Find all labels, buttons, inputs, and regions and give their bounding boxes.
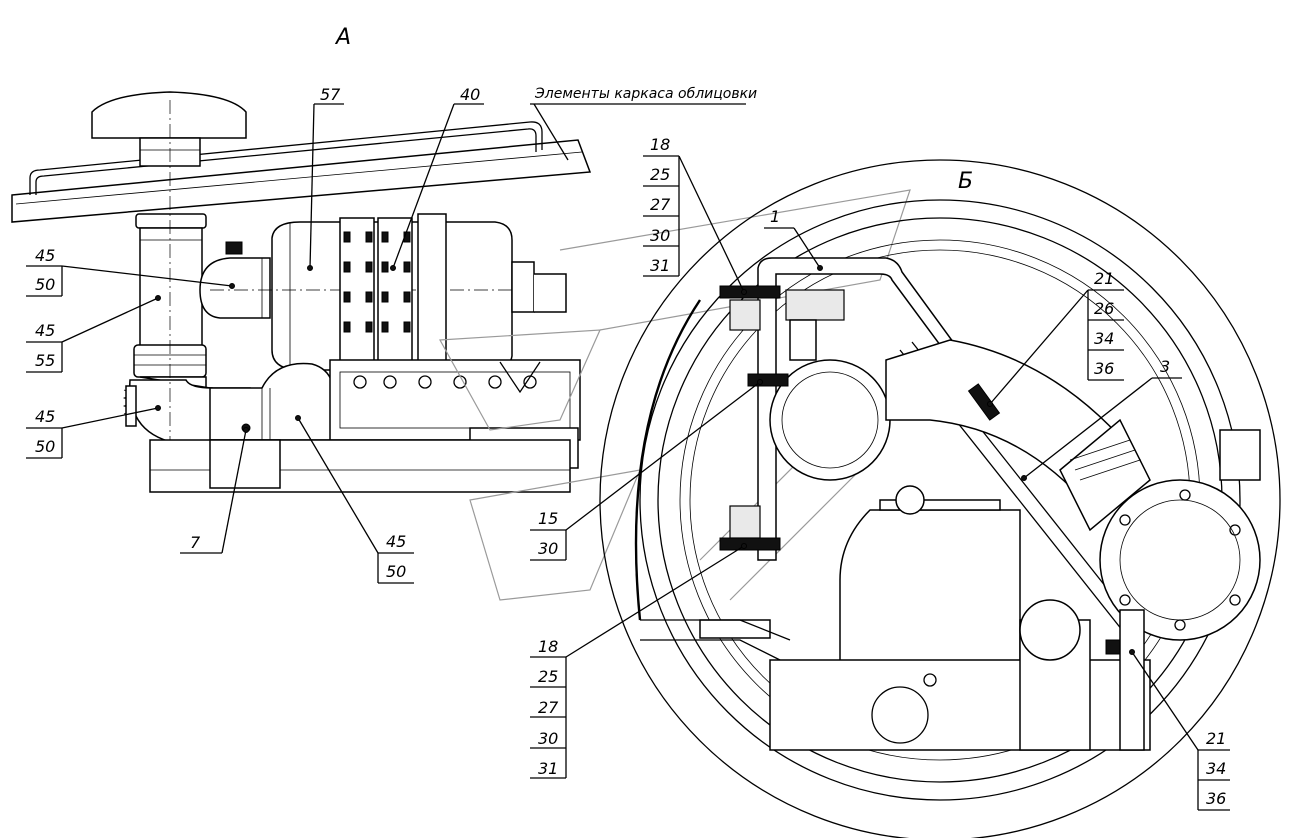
svg-text:21: 21 — [1206, 729, 1226, 748]
svg-text:45: 45 — [35, 321, 55, 340]
svg-text:45: 45 — [35, 246, 55, 265]
callout-stack-18-bottom: 18 25 27 30 31 — [530, 543, 747, 779]
svg-text:7: 7 — [190, 533, 201, 552]
svg-text:27: 27 — [538, 698, 559, 717]
callout-3: 3 — [1021, 357, 1182, 481]
callout-stack-18-top: 18 25 27 30 31 — [643, 135, 747, 295]
view-a-label: А — [334, 25, 351, 50]
callout-stack-21-bottom: 21 34 36 — [1129, 649, 1230, 811]
svg-text:18: 18 — [650, 135, 670, 154]
lower-housing — [640, 485, 1151, 751]
svg-text:36: 36 — [1206, 789, 1226, 808]
svg-text:34: 34 — [1094, 329, 1114, 348]
outlet-hose — [209, 362, 335, 441]
turbo-flange — [1099, 429, 1261, 641]
svg-text:55: 55 — [35, 351, 55, 370]
callout-45-50-top: 45 50 — [26, 246, 235, 297]
view-a-assembly — [11, 91, 592, 493]
svg-text:36: 36 — [1094, 359, 1114, 378]
inlet-elbow — [199, 241, 271, 319]
svg-text:1: 1 — [770, 207, 780, 226]
engine-block — [122, 359, 581, 493]
precleaner-cap — [91, 91, 247, 167]
svg-text:34: 34 — [1206, 759, 1226, 778]
air-cleaner — [210, 213, 567, 373]
detail-circle — [599, 159, 1281, 838]
svg-text:30: 30 — [650, 226, 670, 245]
clamp-latches — [343, 231, 411, 333]
svg-text:3: 3 — [1160, 357, 1170, 376]
svg-text:27: 27 — [650, 195, 671, 214]
callout-7: 7 — [180, 427, 249, 554]
svg-text:25: 25 — [650, 165, 670, 184]
svg-text:45: 45 — [35, 407, 55, 426]
callout-stack-21-top: 21 26 34 36 — [987, 269, 1124, 407]
svg-text:31: 31 — [650, 256, 670, 275]
svg-text:57: 57 — [320, 85, 341, 104]
fasteners — [719, 285, 1145, 751]
svg-text:25: 25 — [538, 667, 558, 686]
svg-text:30: 30 — [538, 539, 558, 558]
callout-45-55: 45 55 — [26, 295, 161, 373]
view-labels: А Б — [334, 25, 973, 194]
svg-text:50: 50 — [386, 562, 406, 581]
svg-text:30: 30 — [538, 729, 558, 748]
callout-45-50-mid: 45 50 — [26, 405, 161, 459]
svg-text:45: 45 — [386, 532, 406, 551]
callout-40: 40 — [390, 85, 484, 271]
svg-text:50: 50 — [35, 437, 55, 456]
svg-text:15: 15 — [538, 509, 558, 528]
svg-text:26: 26 — [1094, 299, 1114, 318]
hood-frame-caption: Элементы каркаса облицовки — [534, 86, 757, 102]
callout-15-30: 15 30 — [530, 379, 763, 561]
hood-frame-elements — [11, 121, 592, 223]
svg-text:18: 18 — [538, 637, 558, 656]
svg-text:50: 50 — [35, 275, 55, 294]
svg-text:21: 21 — [1094, 269, 1114, 288]
bracket-part-1 — [757, 257, 1012, 561]
callout-57: 57 — [307, 85, 344, 271]
hood-frame-callout: Элементы каркаса облицовки — [530, 86, 757, 161]
svg-text:31: 31 — [538, 759, 558, 778]
callout-1: 1 — [764, 207, 823, 271]
view-b-detail — [439, 159, 1281, 838]
intake-pipe-section — [769, 339, 1151, 532]
view-b-label: Б — [958, 169, 973, 194]
callout-45-50-bottom: 45 50 — [295, 415, 414, 584]
svg-text:40: 40 — [460, 85, 480, 104]
